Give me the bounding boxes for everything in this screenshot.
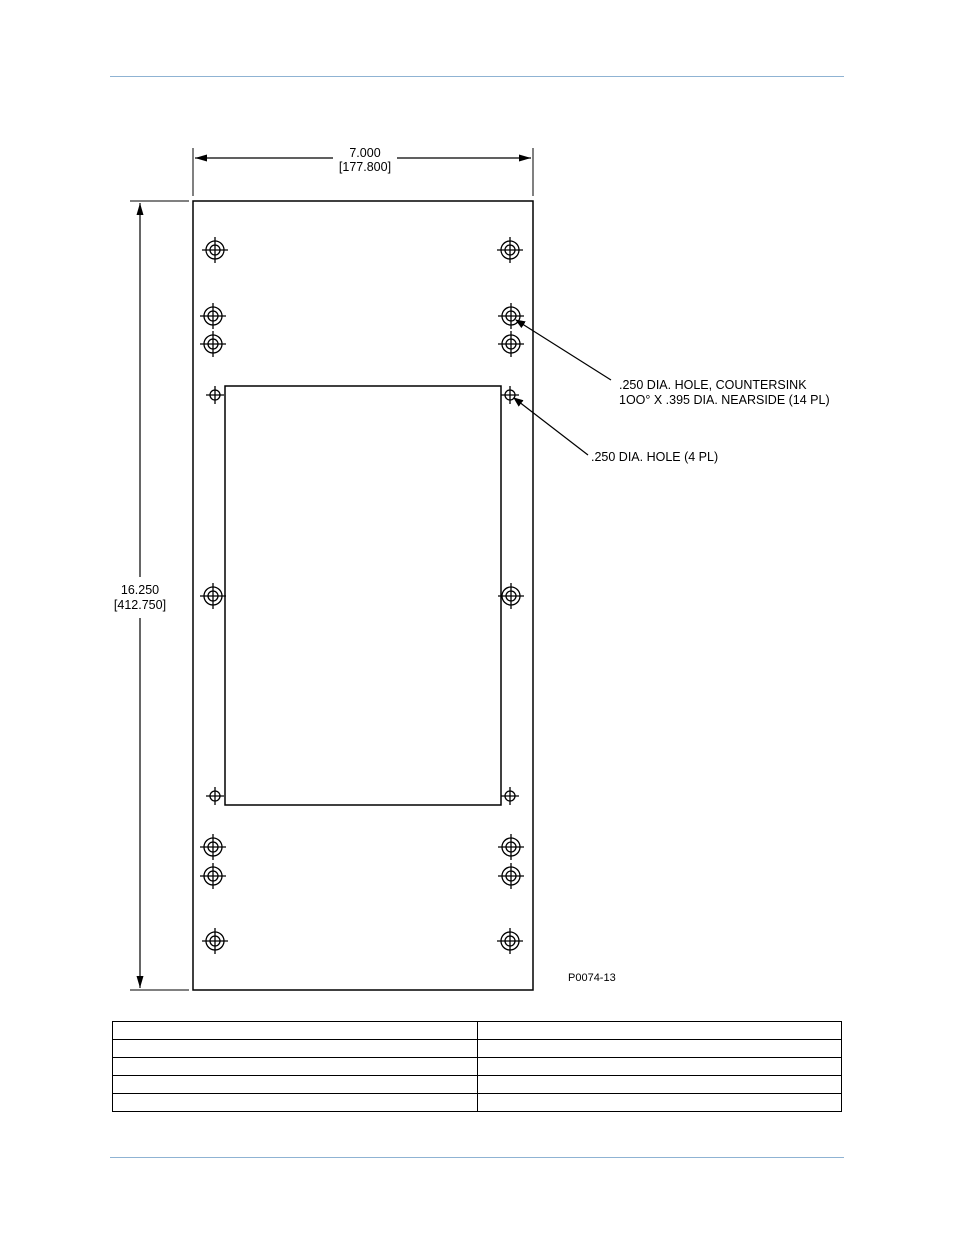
height-mm-label: [412.750]: [114, 598, 166, 612]
table-cell: [112, 1057, 478, 1076]
panel-outline: [192, 200, 534, 991]
countersunk-hole: [498, 863, 524, 889]
width-inches-label: 7.000: [349, 146, 380, 160]
table-cell: [112, 1093, 478, 1112]
plain-holes: [206, 386, 519, 805]
footer-rule: [110, 1157, 844, 1158]
table-row: [112, 1093, 842, 1112]
countersunk-hole: [200, 331, 226, 357]
countersunk-hole: [497, 928, 523, 954]
countersunk-hole: [498, 583, 524, 609]
countersunk-hole: [200, 863, 226, 889]
height-inches-label: 16.250: [121, 583, 159, 597]
spec-table: [112, 1021, 842, 1112]
countersink-callout-line2: 1OO° X .395 DIA. NEARSIDE (14 PL): [619, 393, 830, 407]
countersunk-hole: [200, 303, 226, 329]
cutout-outline: [224, 385, 502, 806]
countersunk-hole: [200, 834, 226, 860]
table-cell: [112, 1075, 478, 1094]
countersunk-hole: [202, 928, 228, 954]
table-cell: [476, 1075, 842, 1094]
plain-hole-leader: [513, 397, 589, 456]
height-dimension: 16.250 [412.750]: [114, 200, 189, 991]
countersunk-hole: [202, 237, 228, 263]
countersunk-holes: [200, 237, 524, 954]
plain-hole-callout: .250 DIA. HOLE (4 PL): [591, 450, 718, 464]
table-cell: [112, 1039, 478, 1058]
table-cell: [476, 1057, 842, 1076]
countersunk-hole: [498, 834, 524, 860]
table-row: [112, 1021, 842, 1040]
countersink-callout-line1: .250 DIA. HOLE, COUNTERSINK: [619, 378, 807, 392]
width-dimension: 7.000 [177.800]: [192, 146, 534, 196]
plain-hole: [501, 787, 519, 805]
table-row: [112, 1039, 842, 1058]
plain-hole: [206, 386, 224, 404]
table-row: [112, 1057, 842, 1076]
table-cell: [476, 1093, 842, 1112]
plain-hole: [206, 787, 224, 805]
countersunk-hole: [498, 303, 524, 329]
countersunk-hole: [497, 237, 523, 263]
table-row: [112, 1075, 842, 1094]
table-cell: [476, 1021, 842, 1040]
countersink-leader: [515, 319, 612, 381]
plain-hole: [501, 386, 519, 404]
figure-id: P0074-13: [568, 972, 616, 984]
table-cell: [112, 1021, 478, 1040]
countersunk-hole: [200, 583, 226, 609]
countersunk-hole: [498, 331, 524, 357]
table-cell: [476, 1039, 842, 1058]
header-rule: [110, 76, 844, 77]
width-mm-label: [177.800]: [339, 160, 391, 174]
